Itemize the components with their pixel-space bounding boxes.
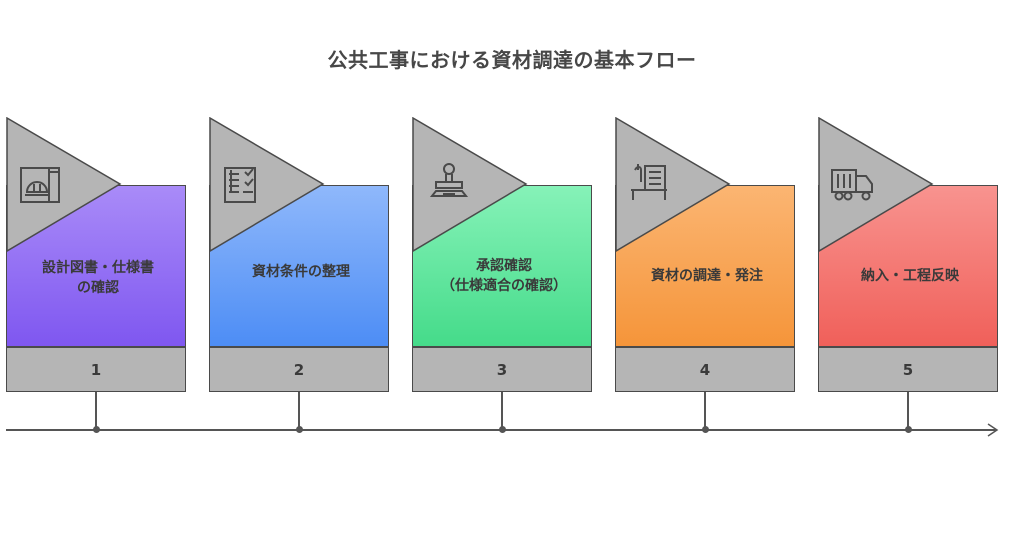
delivery-truck-icon <box>831 169 873 201</box>
step-4-number: 4 <box>615 347 795 392</box>
connector-4 <box>704 392 706 430</box>
step-2-label-line1: 資材条件の整理 <box>252 264 350 280</box>
timeline-dot-5 <box>904 426 912 433</box>
step-2-arrow-tab <box>209 117 325 253</box>
step-5-label-line1: 納入・工程反映 <box>861 268 959 284</box>
step-3: 承認確認 （仕様適合の確認） 3 <box>412 0 596 538</box>
timeline-dot-1 <box>92 426 100 433</box>
step-3-label-line2: （仕様適合の確認） <box>441 278 567 294</box>
timeline-dot-3 <box>498 426 506 433</box>
step-3-label-line1: 承認確認 <box>476 258 532 274</box>
connector-1 <box>95 392 97 430</box>
connector-2 <box>298 392 300 430</box>
approval-stamp-icon <box>429 163 469 197</box>
step-4-arrow-tab <box>615 117 731 253</box>
timeline-arrowhead <box>987 423 999 437</box>
step-3-arrow-tab <box>412 117 528 253</box>
step-4-label-line1: 資材の調達・発注 <box>651 268 763 284</box>
checklist-document-icon <box>224 167 256 203</box>
step-1-label: 設計図書・仕様書 の確認 <box>10 258 186 298</box>
step-5-number: 5 <box>818 347 998 392</box>
diagram-title: 公共工事における資材調達の基本フロー <box>327 48 697 72</box>
step-2: 資材条件の整理 2 <box>209 0 393 538</box>
timeline-dot-2 <box>295 426 303 433</box>
step-4-label: 資材の調達・発注 <box>619 266 795 286</box>
procurement-order-icon <box>631 164 667 200</box>
timeline-dot-4 <box>701 426 709 433</box>
step-5-label: 納入・工程反映 <box>822 266 998 286</box>
step-2-label: 資材条件の整理 <box>213 262 389 282</box>
step-4: 資材の調達・発注 4 <box>615 0 799 538</box>
connector-3 <box>501 392 503 430</box>
step-3-label: 承認確認 （仕様適合の確認） <box>416 256 592 296</box>
step-2-number: 2 <box>209 347 389 392</box>
step-5-arrow-tab <box>818 117 934 253</box>
step-1: 設計図書・仕様書 の確認 1 <box>6 0 190 538</box>
step-1-label-line1: 設計図書・仕様書 <box>42 260 154 276</box>
blueprint-hardhat-icon <box>20 167 60 203</box>
connector-5 <box>907 392 909 430</box>
step-1-number: 1 <box>6 347 186 392</box>
step-3-number: 3 <box>412 347 592 392</box>
step-5: 納入・工程反映 5 <box>818 0 1002 538</box>
step-1-label-line2: の確認 <box>77 280 119 296</box>
step-1-arrow-tab <box>6 117 122 253</box>
